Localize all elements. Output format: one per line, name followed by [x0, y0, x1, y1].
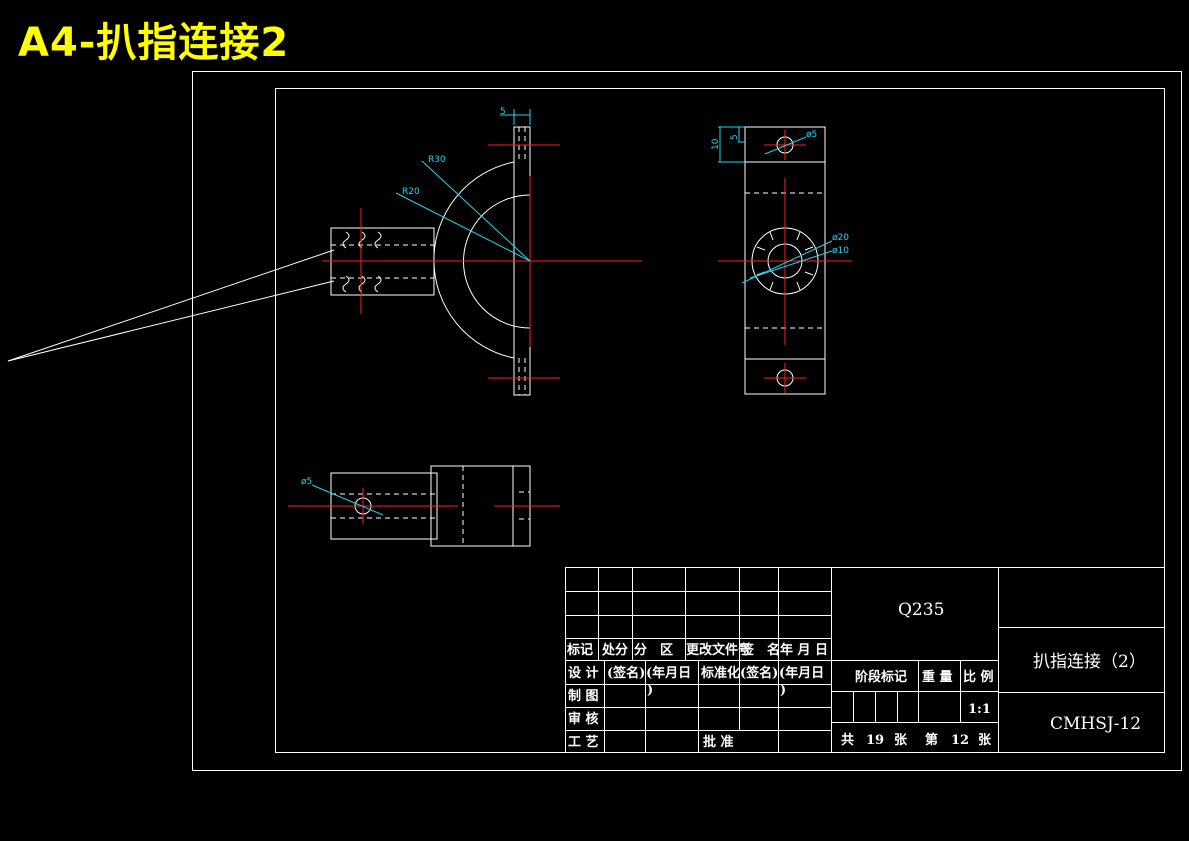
front-view — [322, 126, 642, 396]
title-block-text: 标记 处分 分 区 更改文件号 签 名 年 月 日 设 计 (签名) (年月日 … — [566, 600, 1146, 750]
svg-text:共: 共 — [841, 732, 854, 748]
svg-text:): ) — [647, 683, 653, 698]
svg-text:标准化: 标准化 — [700, 665, 740, 681]
svg-text:ø5: ø5 — [806, 130, 817, 140]
scale-value: 1:1 — [968, 702, 991, 717]
leader-lines — [7, 249, 335, 362]
svg-text:设 计: 设 计 — [568, 665, 599, 681]
svg-text:5: 5 — [730, 134, 740, 140]
front-dimensions: 5 R30 R20 — [395, 107, 531, 262]
svg-text:重 量: 重 量 — [922, 669, 953, 685]
svg-text:张: 张 — [894, 733, 908, 748]
title-block — [565, 567, 1165, 753]
svg-text:批 准: 批 准 — [703, 734, 734, 750]
svg-text:R30: R30 — [428, 155, 446, 165]
outer-frame — [192, 71, 1182, 771]
svg-text:工 艺: 工 艺 — [568, 734, 599, 750]
svg-text:12: 12 — [951, 733, 969, 748]
svg-text:分 区: 分 区 — [634, 642, 673, 658]
svg-text:): ) — [780, 683, 786, 698]
svg-text:张: 张 — [978, 733, 992, 748]
svg-text:第: 第 — [925, 732, 938, 748]
svg-text:ø20: ø20 — [832, 233, 849, 243]
svg-text:更改文件号: 更改文件号 — [686, 642, 751, 658]
svg-text:(签名): (签名) — [607, 665, 645, 681]
svg-text:ø10: ø10 — [832, 246, 849, 256]
svg-text:阶段标记: 阶段标记 — [855, 669, 907, 685]
drawing-number: CMHSJ-12 — [1050, 714, 1141, 734]
side-view — [718, 126, 852, 395]
svg-text:审 核: 审 核 — [568, 711, 599, 727]
svg-text:R20: R20 — [402, 187, 420, 197]
page-title: A4-扒指连接2 — [18, 20, 290, 66]
part-name: 扒指连接（2） — [1033, 652, 1146, 672]
svg-text:ø5: ø5 — [301, 477, 312, 487]
side-dimensions: 5 10 ø5 ø20 ø10 — [711, 126, 849, 284]
svg-text:19: 19 — [866, 733, 884, 748]
svg-text:签 名: 签 名 — [740, 642, 780, 658]
svg-text:标记: 标记 — [566, 642, 593, 658]
top-dimensions: ø5 — [301, 477, 384, 516]
svg-text:制 图: 制 图 — [568, 688, 599, 704]
material-label: Q235 — [898, 600, 944, 620]
top-view — [288, 465, 560, 547]
svg-text:年 月 日: 年 月 日 — [780, 642, 828, 658]
svg-text:(签名): (签名) — [740, 665, 778, 681]
svg-text:(年月日: (年月日 — [779, 665, 824, 681]
svg-text:(年月日: (年月日 — [646, 665, 691, 681]
svg-text:比 例: 比 例 — [963, 669, 994, 685]
svg-text:处分: 处分 — [601, 642, 628, 658]
svg-text:10: 10 — [711, 138, 721, 150]
svg-text:5: 5 — [500, 107, 506, 117]
